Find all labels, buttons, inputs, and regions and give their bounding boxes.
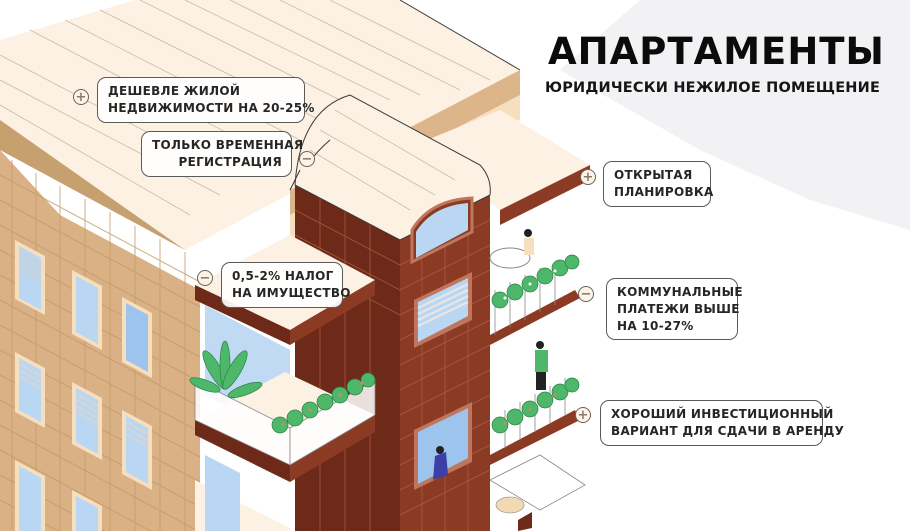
callout-utilities: КОММУНАЛЬНЫЕ ПЛАТЕЖИ ВЫШЕ НА 10-27% xyxy=(606,278,743,340)
callout-line: КОММУНАЛЬНЫЕ xyxy=(617,285,743,299)
background-diamond xyxy=(560,0,910,230)
page-subtitle: ЮРИДИЧЕСКИ НЕЖИЛОЕ ПОМЕЩЕНИЕ xyxy=(545,80,881,96)
planter-left xyxy=(271,372,376,434)
callout-layout: ОТКРЫТАЯ ПЛАНИРОВКА xyxy=(603,161,714,207)
plus-icon: + xyxy=(575,407,591,423)
callout-line: НА 10-27% xyxy=(617,319,694,333)
brick-tower-left xyxy=(295,185,400,531)
main-roof xyxy=(0,0,520,250)
plant-left xyxy=(189,340,263,399)
callout-line: ТОЛЬКО ВРЕМЕННАЯ xyxy=(152,138,304,152)
balcony-right-1 xyxy=(489,225,580,345)
minus-icon: − xyxy=(197,270,213,286)
callout-line: РЕГИСТРАЦИЯ xyxy=(178,155,282,169)
callout-line: ДЕШЕВЛЕ ЖИЛОЙ xyxy=(108,84,241,98)
upper-slab xyxy=(415,110,590,210)
callout-line: ХОРОШИЙ ИНВЕСТИЦИОННЫЙ xyxy=(611,407,834,421)
callout-line: НА ИМУЩЕСТВО xyxy=(232,286,351,300)
callout-line: 0,5-2% НАЛОГ xyxy=(232,269,334,283)
minus-icon: − xyxy=(299,151,315,167)
callout-line: ВАРИАНТ ДЛЯ СДАЧИ В АРЕНДУ xyxy=(611,424,845,438)
plus-icon: + xyxy=(73,89,89,105)
minus-icon: − xyxy=(578,286,594,302)
page-title: АПАРТАМЕНТЫ xyxy=(548,30,885,73)
callout-line: ПЛАНИРОВКА xyxy=(614,185,714,199)
callout-cheaper: ДЕШЕВЛЕ ЖИЛОЙ НЕДВИЖИМОСТИ НА 20-25% xyxy=(97,77,315,123)
left-windows xyxy=(15,240,152,531)
callout-tax: 0,5-2% НАЛОГ НА ИМУЩЕСТВО xyxy=(221,262,351,308)
callout-investment: ХОРОШИЙ ИНВЕСТИЦИОННЫЙ ВАРИАНТ ДЛЯ СДАЧИ… xyxy=(600,400,845,446)
callout-line: НЕДВИЖИМОСТИ НА 20-25% xyxy=(108,101,315,115)
balcony-right-3 xyxy=(489,454,586,531)
callout-registration: ТОЛЬКО ВРЕМЕННАЯ РЕГИСТРАЦИЯ xyxy=(141,131,304,177)
balcony-right-2 xyxy=(490,341,580,465)
callout-line: ОТКРЫТАЯ xyxy=(614,168,693,182)
plus-icon: + xyxy=(580,169,596,185)
callout-line: ПЛАТЕЖИ ВЫШЕ xyxy=(617,302,740,316)
